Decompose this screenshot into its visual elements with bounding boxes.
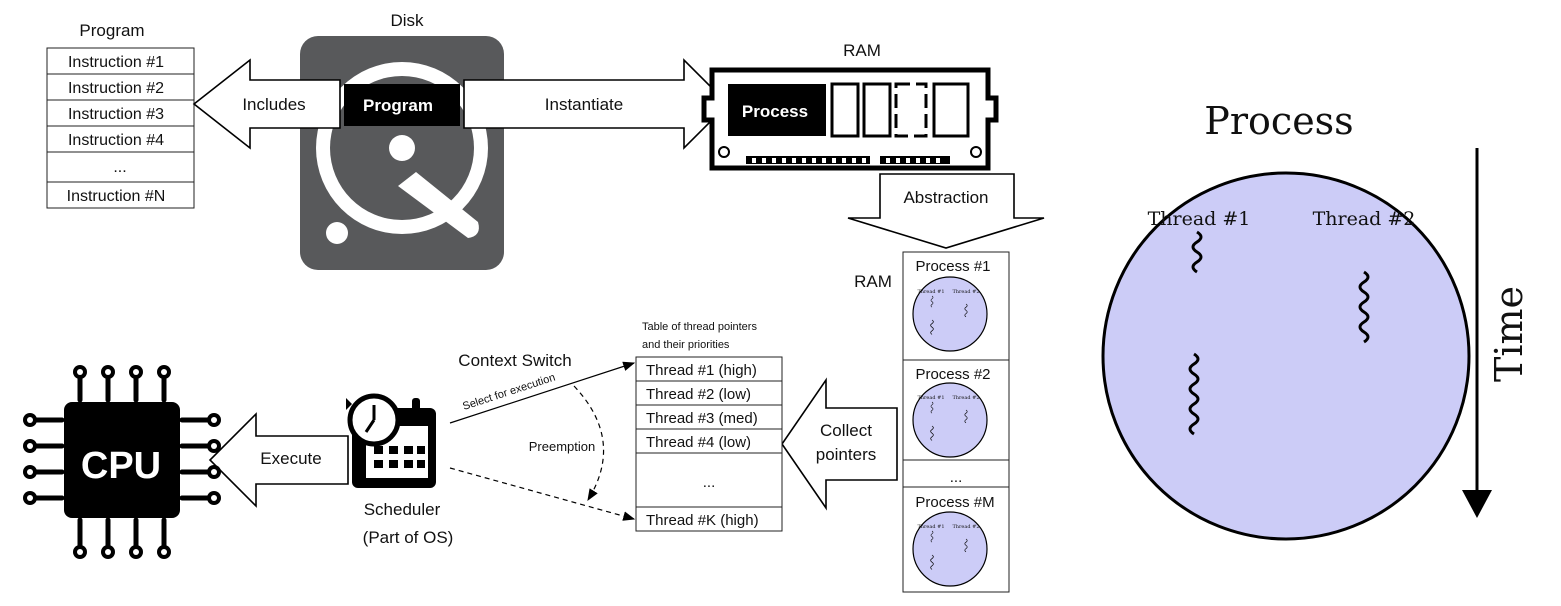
thread1-squiggle-icon xyxy=(1191,230,1203,274)
ram-module-icon: RAM Process xyxy=(701,41,999,171)
context-switch-arrows: Context Switch Select for execution Pree… xyxy=(449,351,636,521)
time-arrow-head-icon xyxy=(1462,490,1492,518)
thread-row-text: Thread #3 (med) xyxy=(646,410,758,427)
process-circle-title: Process xyxy=(1204,99,1353,143)
process-ellipsis: ... xyxy=(950,469,963,486)
thread2-squiggle-icon xyxy=(1358,270,1370,344)
context-switch-title: Context Switch xyxy=(458,351,571,370)
program-title: Program xyxy=(79,21,144,40)
instruction-text: Instruction #4 xyxy=(68,132,164,149)
process-name: Process #M xyxy=(915,494,994,511)
thread1-squiggle-icon xyxy=(1188,352,1200,436)
ram-process-label: Process xyxy=(742,102,808,121)
instruction-row: Instruction #1 xyxy=(46,47,195,75)
thread-row: Thread #3 (med) xyxy=(635,404,783,430)
thread-row-text: Thread #1 (high) xyxy=(646,362,757,379)
instruction-row: Instruction #N xyxy=(46,181,195,209)
mini-thread-label: Thread #1 xyxy=(917,395,944,401)
thread-row: Thread #1 (high) xyxy=(635,356,783,382)
instruction-row: ... xyxy=(46,151,195,183)
program-instruction-table: Program Instruction #1 Instruction #2 In… xyxy=(46,21,195,209)
instruction-text: ... xyxy=(113,159,126,176)
thread-row-text: Thread #K (high) xyxy=(646,512,759,529)
disk-title: Disk xyxy=(390,11,424,30)
abstraction-label: Abstraction xyxy=(903,188,988,207)
mini-thread-label: Thread #2 xyxy=(952,289,979,295)
thread-row: Thread #2 (low) xyxy=(635,380,783,406)
scheduler-label-line1: Scheduler xyxy=(364,500,441,519)
disk-program-label: Program xyxy=(363,96,433,115)
thread-row-text: Thread #4 (low) xyxy=(646,434,751,451)
instruction-text: Instruction #N xyxy=(67,188,166,205)
instruction-text: Instruction #1 xyxy=(68,54,164,71)
includes-label: Includes xyxy=(242,95,305,114)
scheduler-icon: Scheduler (Part of OS) xyxy=(346,393,454,547)
collect-pointers-arrow: Collect pointers xyxy=(781,377,898,511)
ram-process-stack: RAM Process #1 Thread #1 Thread #2 Proce… xyxy=(854,251,1010,593)
mini-thread-label: Thread #1 xyxy=(917,524,944,530)
process-name: Process #1 xyxy=(915,258,990,275)
thread-row: ... xyxy=(635,452,783,508)
instruction-row: Instruction #2 xyxy=(46,73,195,101)
instruction-row: Instruction #3 xyxy=(46,99,195,127)
mini-thread-label: Thread #2 xyxy=(952,524,979,530)
includes-arrow: Includes xyxy=(192,58,341,150)
process-cell: Process #M Thread #1 Thread #2 xyxy=(912,494,995,587)
thread-pointer-table: Table of thread pointers and their prior… xyxy=(635,321,783,532)
execute-label: Execute xyxy=(260,449,321,468)
instruction-text: Instruction #3 xyxy=(68,106,164,123)
thread-row: Thread #K (high) xyxy=(635,506,783,532)
process-thread-circle: Process Thread #1 Thread #2 Time xyxy=(1101,99,1531,541)
thread-row-text: ... xyxy=(703,474,716,491)
ram-stack-title: RAM xyxy=(854,272,892,291)
preemption-label: Preemption xyxy=(529,439,595,454)
collect-label-line1: Collect xyxy=(820,421,872,440)
process-name: Process #2 xyxy=(915,366,990,383)
mini-thread-label: Thread #2 xyxy=(952,395,979,401)
thread-row: Thread #4 (low) xyxy=(635,428,783,454)
instruction-row: Instruction #4 xyxy=(46,125,195,153)
thread-row-text: Thread #2 (low) xyxy=(646,386,751,403)
collect-label-line2: pointers xyxy=(816,445,876,464)
thread1-label: Thread #1 xyxy=(1148,208,1251,230)
cpu-label: CPU xyxy=(81,445,161,487)
execute-arrow: Execute xyxy=(208,412,349,508)
cpu-icon: CPU xyxy=(23,365,221,559)
abstraction-arrow: Abstraction xyxy=(847,173,1045,249)
scheduler-label-line2: (Part of OS) xyxy=(363,528,454,547)
instantiate-label: Instantiate xyxy=(545,95,623,114)
mini-thread-label: Thread #1 xyxy=(917,289,944,295)
thread2-label: Thread #2 xyxy=(1313,208,1416,230)
instruction-text: Instruction #2 xyxy=(68,80,164,97)
thread-table-caption-line1: Table of thread pointers xyxy=(642,321,757,333)
time-label: Time xyxy=(1487,286,1531,382)
process-cell: Process #2 Thread #1 Thread #2 xyxy=(912,366,991,458)
thread-table-caption-line2: and their priorities xyxy=(642,339,730,351)
disk-icon: Disk Program xyxy=(300,11,504,270)
ram-chip-title: RAM xyxy=(843,41,881,60)
instantiate-arrow: Instantiate xyxy=(463,58,730,150)
process-cell: Process #1 Thread #1 Thread #2 xyxy=(912,258,991,352)
